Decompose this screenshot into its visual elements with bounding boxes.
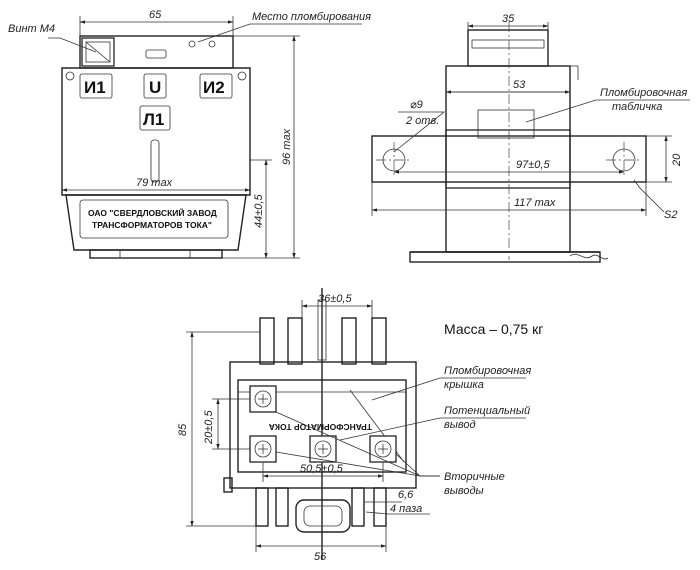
terminal-spacing-h: 50,5±0,5	[300, 463, 344, 475]
side-body-width: 53	[513, 79, 526, 91]
base-width: 56	[314, 551, 327, 563]
potential-label-2: вывод	[444, 419, 476, 431]
front-lower-height: 44±0,5	[253, 194, 265, 228]
secondary-terminal-2	[249, 435, 277, 463]
terminal-l1: Л1	[143, 110, 164, 129]
cover-text: ТРАНСФОРМАТОР ТОКА	[269, 422, 372, 432]
screw-label: Винт М4	[8, 23, 55, 35]
bottom-view	[186, 288, 526, 560]
secondary-terminal-1	[249, 385, 277, 413]
mass-label: Масса – 0,75 кг	[444, 321, 543, 337]
slot-count: 4 паза	[390, 503, 422, 515]
front-view	[48, 16, 362, 259]
bottom-overall-height: 85	[177, 423, 189, 436]
front-inner-width: 79 max	[136, 177, 173, 189]
secondary-label-2: выводы	[444, 485, 484, 497]
secondary-label-1: Вторичные	[444, 471, 505, 483]
seal-cover-label-1: Пломбировочная	[444, 365, 531, 377]
plate-thickness: S2	[664, 209, 677, 221]
side-top-width: 35	[502, 13, 515, 25]
secondary-terminal-3	[369, 435, 397, 463]
bar-length: 117 max	[514, 197, 556, 209]
terminal-i2: И2	[203, 78, 225, 97]
terminal-i1: И1	[84, 78, 106, 97]
potential-label-1: Потенциальный	[444, 405, 530, 417]
seal-cover-label-2: крышка	[444, 379, 484, 391]
front-width-65: 65	[149, 9, 162, 21]
seal-place-label: Место пломбирования	[252, 11, 371, 23]
side-view	[371, 22, 690, 263]
hole-count: 2 отв.	[405, 115, 439, 127]
plate-line-1: ОАО "СВЕРДЛОВСКИЙ ЗАВОД	[88, 207, 217, 218]
hole-diameter: ⌀9	[410, 99, 423, 111]
bar-height: 20	[671, 153, 683, 167]
potential-terminal	[309, 435, 337, 463]
slot-width: 6,6	[398, 489, 414, 501]
terminal-spacing-v: 20±0,5	[203, 410, 215, 445]
front-height: 96 max	[281, 128, 293, 165]
bottom-top-dim: 36±0,5	[318, 293, 352, 305]
plate-line-2: ТРАНСФОРМАТОРОВ ТОКА"	[92, 220, 212, 230]
terminal-u: U	[149, 78, 161, 97]
nameplate-label-2: табличка	[612, 101, 662, 113]
nameplate-label-1: Пломбировочная	[600, 87, 687, 99]
hole-spacing: 97±0,5	[516, 159, 550, 171]
